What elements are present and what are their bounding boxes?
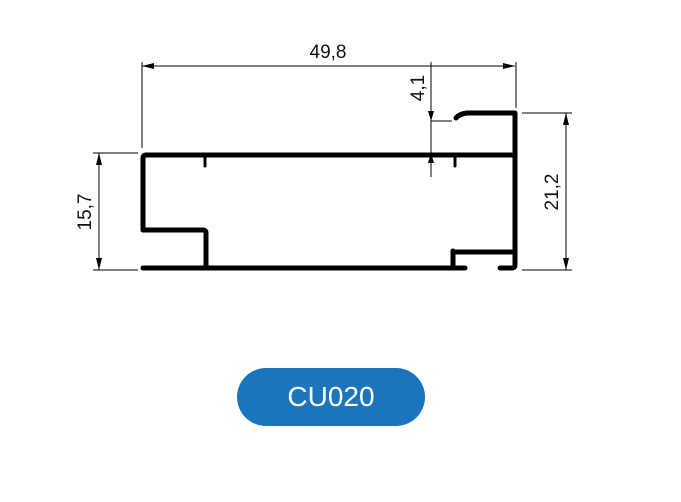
profile-outline	[140, 110, 518, 271]
lip-dimension-label: 4,1	[408, 75, 429, 101]
total-height-dimension-label: 21,2	[542, 174, 563, 211]
dimension-arrows	[96, 63, 569, 270]
dimension-lines	[93, 62, 572, 271]
profile-code-badge: CU020	[237, 368, 425, 426]
width-dimension-label: 49,8	[310, 42, 347, 63]
left-height-dimension-label: 15,7	[75, 194, 96, 231]
